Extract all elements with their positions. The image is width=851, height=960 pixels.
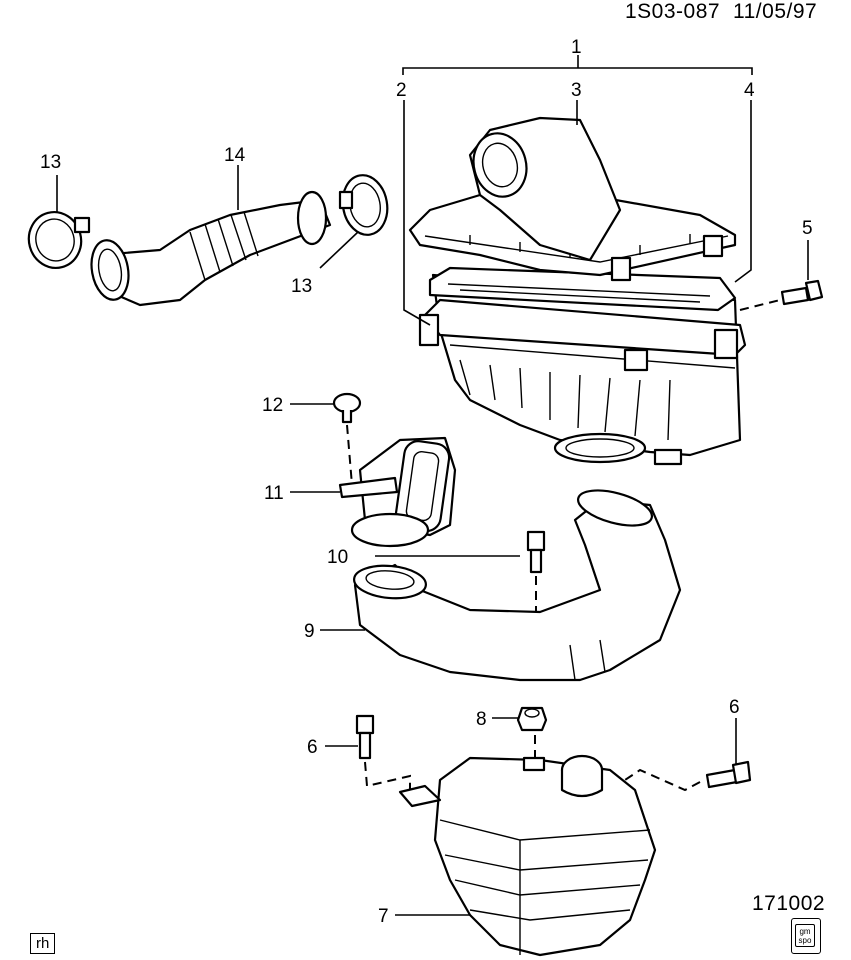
bolt-5 (739, 240, 824, 311)
air-inlet-11 (290, 436, 457, 548)
callout-5: 5 (802, 218, 813, 239)
intake-duct-9 (320, 489, 682, 682)
hose-clamp-13-right (319, 174, 389, 269)
callout-13-right: 13 (291, 276, 312, 297)
gm-spo-logo: gm spo (791, 918, 821, 954)
resonator-7 (395, 754, 657, 957)
figure-number: 171002 (752, 892, 826, 915)
hose-clamp-13-left (27, 175, 91, 269)
callout-4: 4 (744, 80, 755, 101)
callout-10: 10 (327, 547, 348, 568)
drawing-id: 1S03-087 (625, 0, 721, 23)
callout-3: 3 (571, 80, 582, 101)
bolt-10 (375, 530, 546, 612)
bolt-6-left (325, 714, 411, 792)
logo-line-1: gm (799, 927, 811, 936)
callout-12: 12 (262, 395, 283, 416)
callout-7: 7 (378, 906, 389, 927)
callout-11: 11 (264, 483, 284, 504)
intake-duct-14 (90, 165, 332, 307)
view-tag: rh (30, 933, 56, 954)
callout-1: 1 (571, 37, 582, 58)
callout-bracket-1 (402, 55, 753, 326)
callout-13-left: 13 (40, 152, 61, 173)
push-pin-12 (290, 392, 362, 486)
drawing-date: 11/05/97 (733, 0, 818, 23)
callout-2: 2 (396, 80, 407, 101)
nut-8 (492, 706, 548, 760)
air-cleaner-assembly (408, 116, 747, 466)
callout-6-right: 6 (729, 697, 740, 718)
logo-line-2: spo (798, 936, 812, 945)
bolt-6-right (624, 718, 752, 792)
callout-9: 9 (304, 621, 315, 642)
callout-14: 14 (224, 145, 246, 166)
callout-8: 8 (476, 709, 487, 730)
callout-6-left: 6 (307, 737, 318, 758)
